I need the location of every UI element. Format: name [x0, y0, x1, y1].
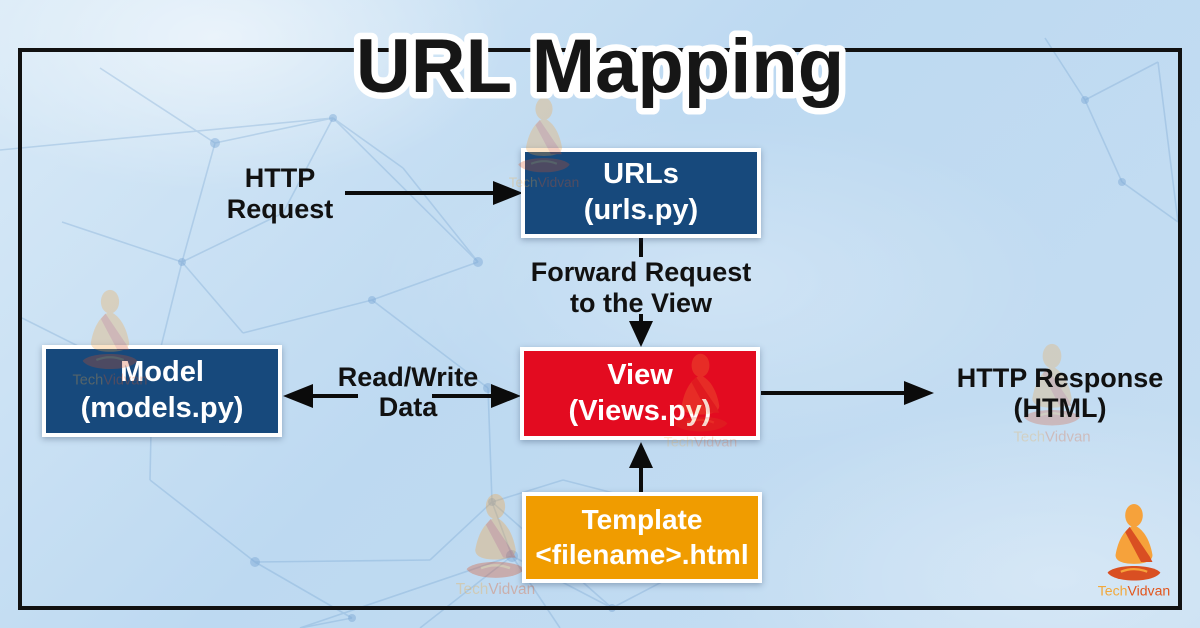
urls-node-title: URLs	[603, 158, 679, 191]
urls-node-file: (urls.py)	[583, 194, 699, 226]
model-node-file: (models.py)	[80, 392, 244, 424]
template-node: Template <filename>.html	[522, 492, 762, 583]
model-node-title: Model	[120, 356, 204, 389]
http-response-label: HTTP Response (HTML)	[956, 363, 1164, 424]
view-node: View (Views.py)	[520, 347, 760, 440]
view-node-file: (Views.py)	[568, 394, 712, 427]
title-banner: URL Mapping	[349, 18, 850, 116]
urls-node: URLs (urls.py)	[521, 148, 761, 238]
http-request-label: HTTP Request	[226, 163, 334, 225]
view-node-title: View	[607, 358, 673, 391]
template-node-file: <filename>.html	[535, 538, 749, 570]
model-node: Model (models.py)	[42, 345, 282, 437]
read-write-data-label: Read/Write Data	[337, 362, 479, 423]
page-title: URL Mapping	[356, 24, 844, 109]
frame-border	[18, 48, 1182, 610]
forward-request-label: Forward Request to the View	[530, 257, 752, 319]
template-node-title: Template	[581, 503, 703, 535]
